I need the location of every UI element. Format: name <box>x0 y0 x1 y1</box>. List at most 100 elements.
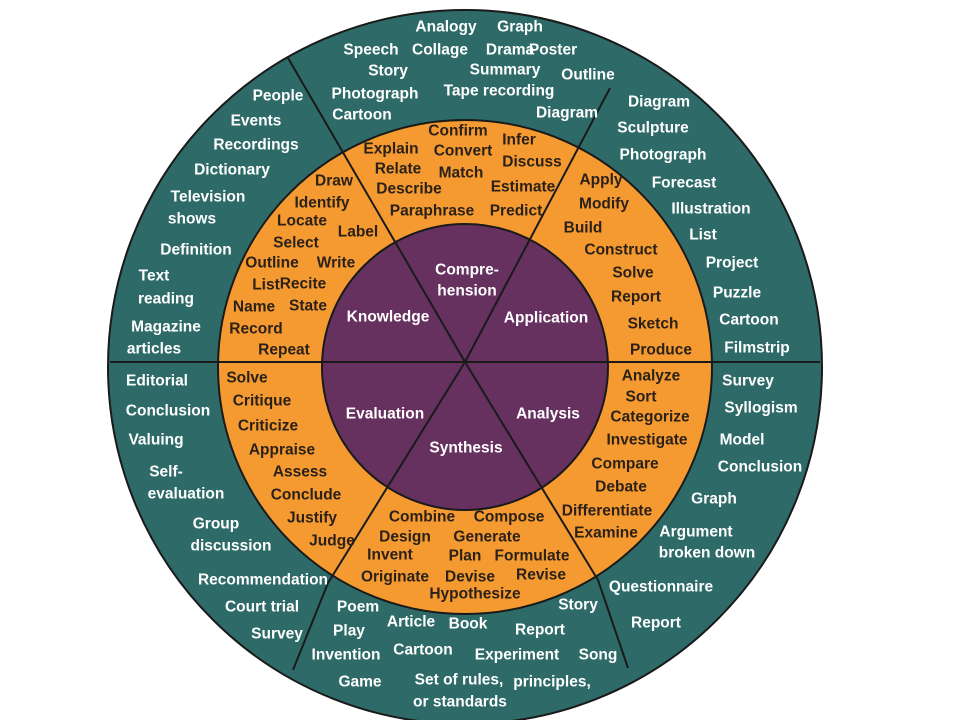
level-label-evaluation: Evaluation <box>346 406 424 423</box>
product-application: Sculpture <box>617 120 689 137</box>
product-knowledge: Definition <box>160 242 231 259</box>
verb-knowledge: Identify <box>294 195 349 212</box>
product-application: Diagram <box>628 94 690 111</box>
verb-synthesis: Combine <box>389 509 456 526</box>
product-synthesis: principles, <box>513 674 591 691</box>
product-analysis: Report <box>631 615 681 632</box>
verb-evaluation: Judge <box>309 533 355 550</box>
product-application: Illustration <box>671 201 750 218</box>
product-comprehension: Tape recording <box>444 83 555 100</box>
verb-analysis: Compare <box>591 456 659 473</box>
product-comprehension: Poster <box>529 42 577 59</box>
product-knowledge: Text <box>139 268 170 285</box>
product-comprehension: Story <box>368 63 408 80</box>
product-evaluation: discussion <box>191 538 272 555</box>
verb-application: Build <box>564 220 603 237</box>
verb-evaluation: Critique <box>233 393 292 410</box>
product-synthesis: Article <box>387 614 436 631</box>
verb-synthesis: Generate <box>453 529 521 546</box>
verb-comprehension: Confirm <box>428 123 487 140</box>
product-evaluation: Self- <box>149 464 183 481</box>
sector-dividers <box>110 57 820 671</box>
product-synthesis: Play <box>333 623 365 640</box>
product-knowledge: Magazine <box>131 319 201 336</box>
product-knowledge: People <box>253 88 304 105</box>
verb-comprehension: Relate <box>375 161 422 178</box>
verb-synthesis: Plan <box>449 548 482 565</box>
product-evaluation: Group <box>193 516 240 533</box>
product-comprehension: Graph <box>497 19 543 36</box>
verb-application: Modify <box>579 196 629 213</box>
product-comprehension: Drama <box>486 42 535 59</box>
sector-divider-2 <box>464 87 611 363</box>
verb-evaluation: Appraise <box>249 442 316 459</box>
product-comprehension: Diagram <box>536 105 598 122</box>
product-analysis: Model <box>720 432 765 449</box>
product-evaluation: Recommendation <box>198 572 328 589</box>
verb-analysis: Debate <box>595 479 647 496</box>
level-label-comprehension: Compre- <box>435 262 499 279</box>
verb-comprehension: Convert <box>434 143 493 160</box>
verb-comprehension: Describe <box>376 181 442 198</box>
product-comprehension: Cartoon <box>332 107 391 124</box>
sector-divider-5 <box>292 582 329 671</box>
verb-knowledge: Draw <box>315 173 354 190</box>
product-synthesis: Story <box>558 597 598 614</box>
product-synthesis: or standards <box>413 694 507 711</box>
verb-synthesis: Revise <box>516 567 566 584</box>
core-circle-levels <box>321 223 609 511</box>
verb-comprehension: Infer <box>502 132 536 149</box>
verb-synthesis: Invent <box>367 547 413 564</box>
product-comprehension: Speech <box>343 42 398 59</box>
level-label-comprehension: hension <box>437 283 496 300</box>
verb-knowledge: Repeat <box>258 342 310 359</box>
verb-evaluation: Justify <box>287 510 337 527</box>
product-application: Cartoon <box>719 312 778 329</box>
product-analysis: Syllogism <box>724 400 797 417</box>
verb-synthesis: Devise <box>445 569 495 586</box>
product-synthesis: Game <box>338 674 381 691</box>
verb-evaluation: Criticize <box>238 418 299 435</box>
verb-knowledge: Recite <box>280 276 327 293</box>
product-application: Project <box>706 255 759 272</box>
verb-analysis: Examine <box>574 525 638 542</box>
wheel-labels: KnowledgeDrawIdentifyLocateLabelSelectOu… <box>126 19 802 711</box>
product-knowledge: articles <box>127 341 181 358</box>
verb-synthesis: Hypothesize <box>429 586 521 603</box>
verb-synthesis: Formulate <box>495 548 570 565</box>
verb-knowledge: Locate <box>277 213 327 230</box>
product-analysis: Argument <box>659 524 732 541</box>
verb-application: Report <box>611 289 661 306</box>
verb-evaluation: Conclude <box>271 487 342 504</box>
product-comprehension: Summary <box>470 62 541 79</box>
verb-knowledge: Outline <box>245 255 299 272</box>
level-label-analysis: Analysis <box>516 406 580 423</box>
verb-analysis: Categorize <box>610 409 690 426</box>
product-analysis: Survey <box>722 373 774 390</box>
product-application: Puzzle <box>713 285 762 302</box>
product-comprehension: Outline <box>561 67 615 84</box>
verb-application: Apply <box>579 172 622 189</box>
verb-knowledge: State <box>289 298 327 315</box>
verb-analysis: Analyze <box>622 368 681 385</box>
verb-comprehension: Match <box>439 165 484 182</box>
verb-analysis: Sort <box>626 389 657 406</box>
sector-divider-4 <box>327 361 466 584</box>
product-evaluation: Valuing <box>128 432 183 449</box>
product-application: Filmstrip <box>724 340 789 357</box>
verb-comprehension: Discuss <box>502 154 561 171</box>
product-knowledge: reading <box>138 291 194 308</box>
product-knowledge: Events <box>231 113 282 130</box>
sector-divider-3 <box>464 361 599 581</box>
verb-synthesis: Originate <box>361 569 429 586</box>
product-application: Forecast <box>652 175 717 192</box>
sector-divider-6 <box>597 579 629 669</box>
product-evaluation: Survey <box>251 626 303 643</box>
verb-application: Solve <box>612 265 654 282</box>
verb-application: Construct <box>584 242 657 259</box>
level-label-application: Application <box>504 310 588 327</box>
product-analysis: Graph <box>691 491 737 508</box>
verb-knowledge: Name <box>233 299 276 316</box>
verb-comprehension: Predict <box>490 203 543 220</box>
